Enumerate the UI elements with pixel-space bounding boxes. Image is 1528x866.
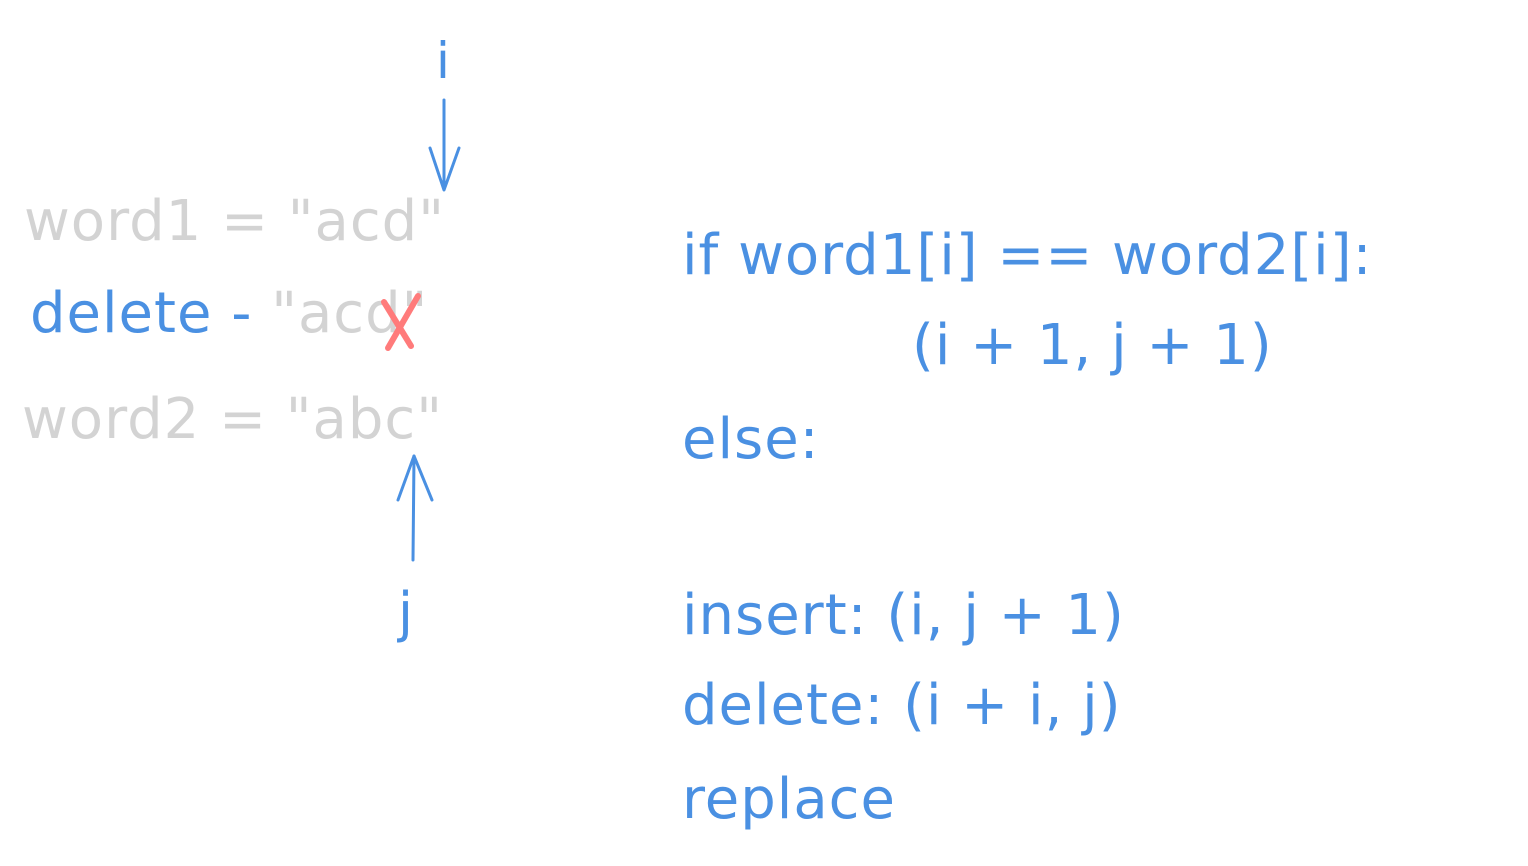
delete-label: delete -	[30, 281, 272, 346]
delete-operation-line: delete - "acd"	[30, 286, 428, 342]
word1-definition: word1 = "acd"	[24, 189, 445, 254]
code-if-result: (i + 1, j + 1)	[912, 313, 1273, 378]
code-if-condition: if word1[i] == word2[i]:	[682, 223, 1373, 288]
code-insert-option: insert: (i, j + 1)	[682, 583, 1125, 648]
code-delete-option: delete: (i + i, j)	[682, 673, 1122, 738]
pointer-i-label: i	[436, 32, 451, 90]
pointer-j-label: j	[398, 581, 415, 644]
code-replace-option: replace	[682, 767, 896, 832]
code-else: else:	[682, 407, 820, 472]
delete-result-string: "acd"	[271, 281, 429, 346]
arrow-up-icon	[396, 454, 434, 562]
word2-definition: word2 = "abc"	[22, 387, 443, 452]
arrow-down-icon	[428, 98, 461, 192]
